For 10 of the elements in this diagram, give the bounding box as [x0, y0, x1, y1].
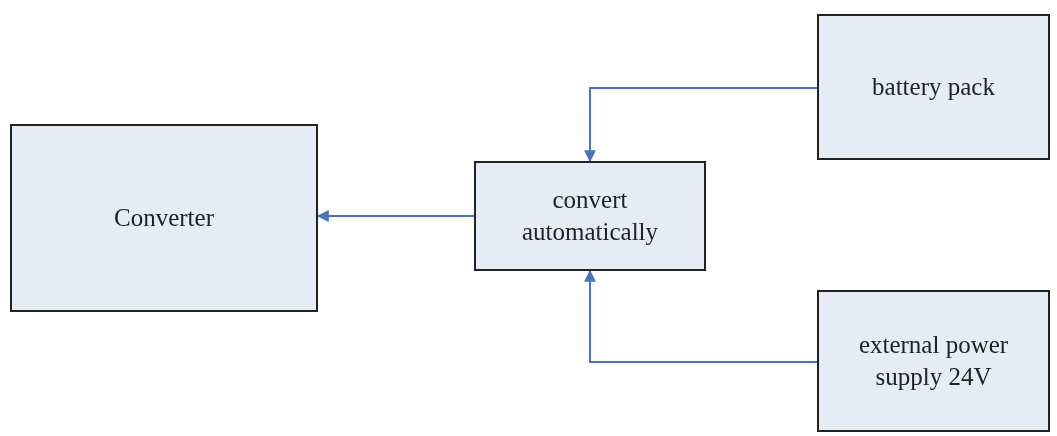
- arrow: [584, 87, 818, 163]
- box-label: battery pack: [872, 71, 995, 102]
- box-label: convert automatically: [520, 184, 660, 247]
- process-box: [817, 290, 1050, 432]
- process-box: [817, 14, 1050, 160]
- box-label: Converter: [114, 202, 214, 233]
- arrow: [584, 269, 818, 363]
- process-box: [10, 124, 318, 312]
- process-box: [474, 161, 706, 271]
- box-label: external power supply 24V: [857, 329, 1010, 392]
